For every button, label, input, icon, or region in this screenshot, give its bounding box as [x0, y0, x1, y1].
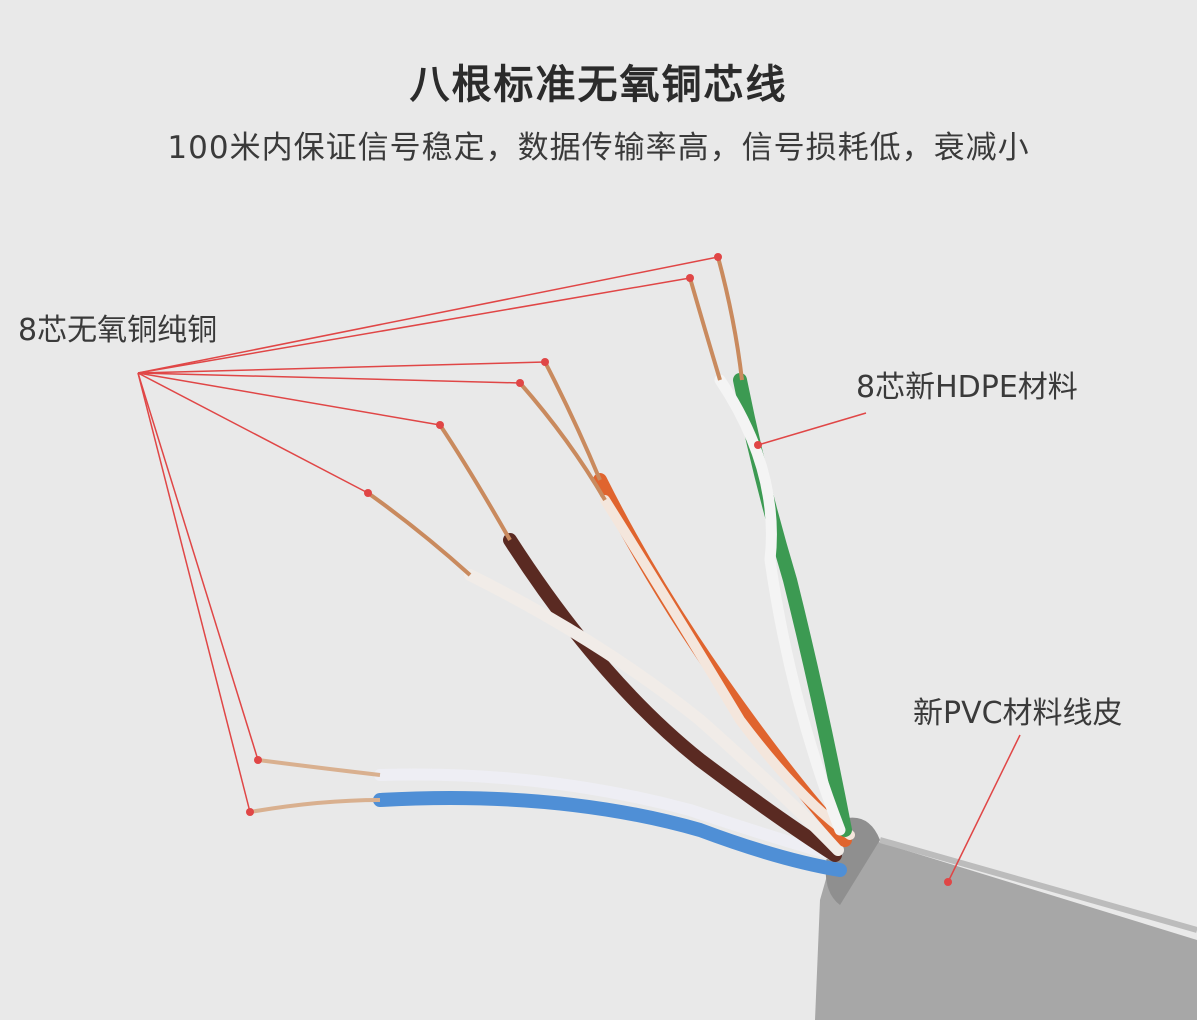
brown-pair	[366, 423, 844, 862]
orange-pair	[518, 361, 855, 847]
callout-copper-label: 8芯无氧铜纯铜	[18, 313, 218, 348]
callout-insulation-label: 8芯新HDPE材料	[856, 370, 1078, 405]
blue-pair	[249, 758, 847, 877]
callout-lines	[137, 256, 1021, 883]
callout-jacket-label: 新PVC材料线皮	[913, 696, 1123, 731]
page-subtitle: 100米内保证信号稳定，数据传输率高，信号损耗低，衰减小	[167, 130, 1030, 166]
callout-dots	[246, 253, 952, 886]
page-title: 八根标准无氧铜芯线	[409, 62, 788, 108]
pvc-jacket	[815, 817, 1197, 1020]
